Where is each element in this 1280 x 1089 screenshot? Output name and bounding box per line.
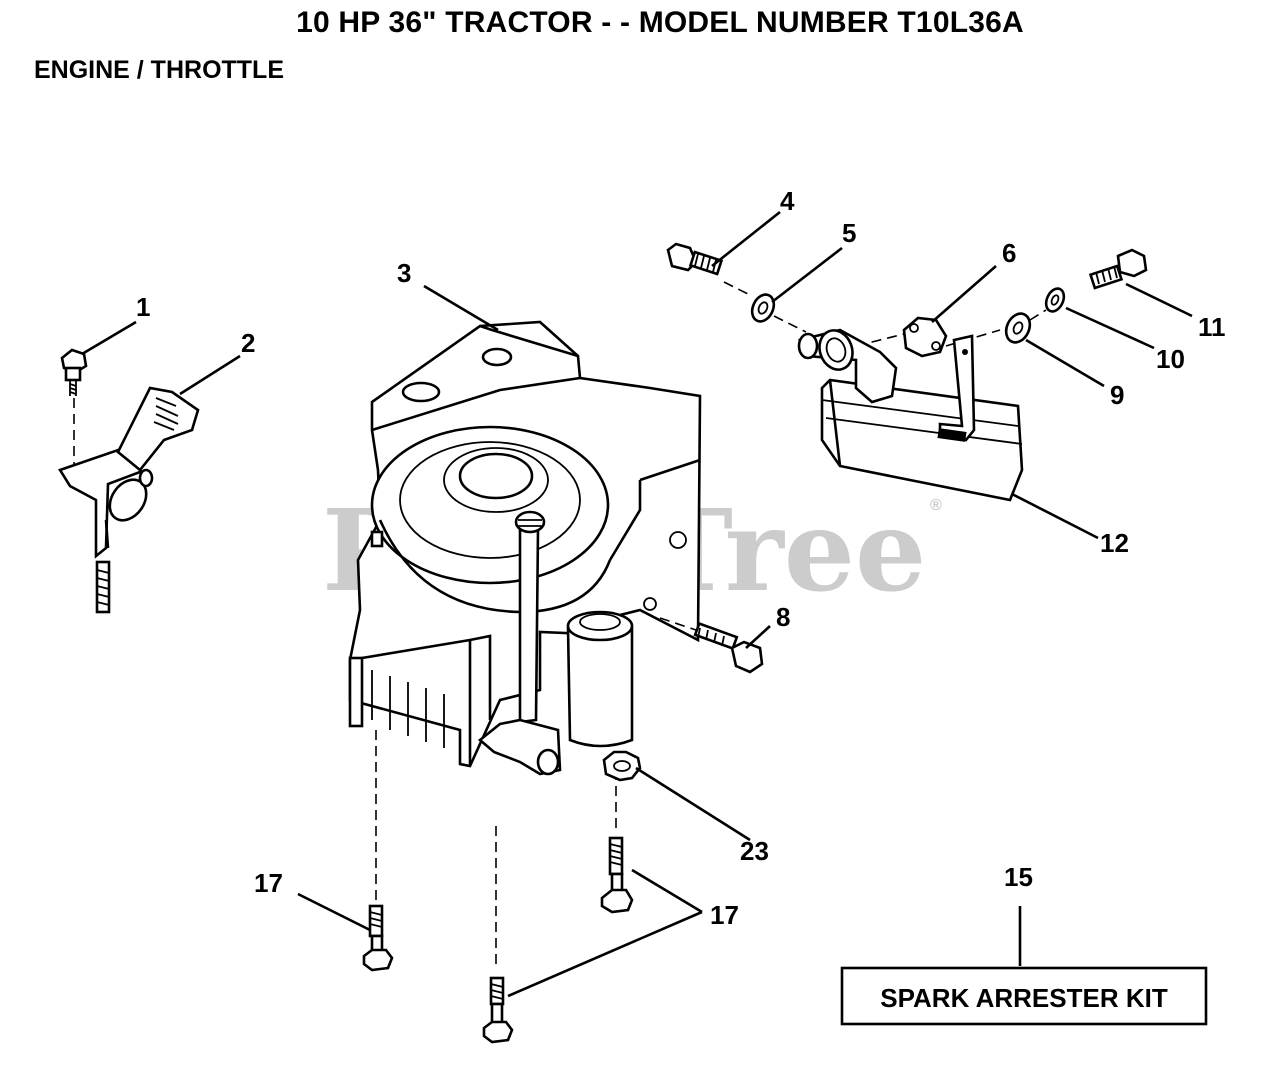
section-subtitle: ENGINE / THROTTLE [34, 56, 284, 84]
part-3-engine[interactable] [348, 320, 702, 776]
part-8-bolt[interactable] [659, 617, 764, 674]
spark-arrester-kit-box[interactable]: SPARK ARRESTER KIT [840, 966, 1208, 1026]
part-10-washer[interactable] [1043, 286, 1068, 315]
callout-12: 12 [1100, 528, 1129, 558]
part-2-throttle-control[interactable] [58, 386, 200, 614]
diagram-title: 10 HP 36" TRACTOR - - MODEL NUMBER T10L3… [296, 6, 1024, 39]
part-17-bolt-center[interactable] [482, 976, 514, 1044]
callout-15: 15 [1004, 862, 1033, 892]
callout-17-left: 17 [254, 868, 283, 898]
part-17-bolt-right[interactable] [600, 836, 634, 914]
callout-8: 8 [776, 602, 790, 632]
callout-6: 6 [1002, 238, 1016, 268]
part-23-lock-washer[interactable] [602, 750, 642, 782]
part-9-washer[interactable] [1002, 310, 1035, 346]
part-11-bolt[interactable] [1088, 248, 1148, 290]
callout-4: 4 [780, 186, 795, 216]
callout-1: 1 [136, 292, 150, 322]
callout-3: 3 [397, 258, 411, 288]
callout-5: 5 [842, 218, 856, 248]
callout-11: 11 [1198, 312, 1226, 342]
callout-17-right: 17 [710, 900, 739, 930]
part-6-gasket[interactable] [902, 316, 948, 358]
callout-9: 9 [1110, 380, 1124, 410]
part-4-bolt[interactable] [666, 242, 724, 276]
part-1-bolt[interactable] [60, 348, 88, 396]
spark-arrester-kit-label: SPARK ARRESTER KIT [880, 983, 1168, 1013]
part-5-washer[interactable] [748, 291, 778, 325]
part-12-muffler[interactable] [797, 326, 1024, 502]
part-17-bolt-left[interactable] [362, 904, 394, 972]
callout-10: 10 [1156, 344, 1185, 374]
callout-23: 23 [740, 836, 769, 866]
callout-2: 2 [241, 328, 255, 358]
watermark-symbol: ® [930, 497, 942, 514]
